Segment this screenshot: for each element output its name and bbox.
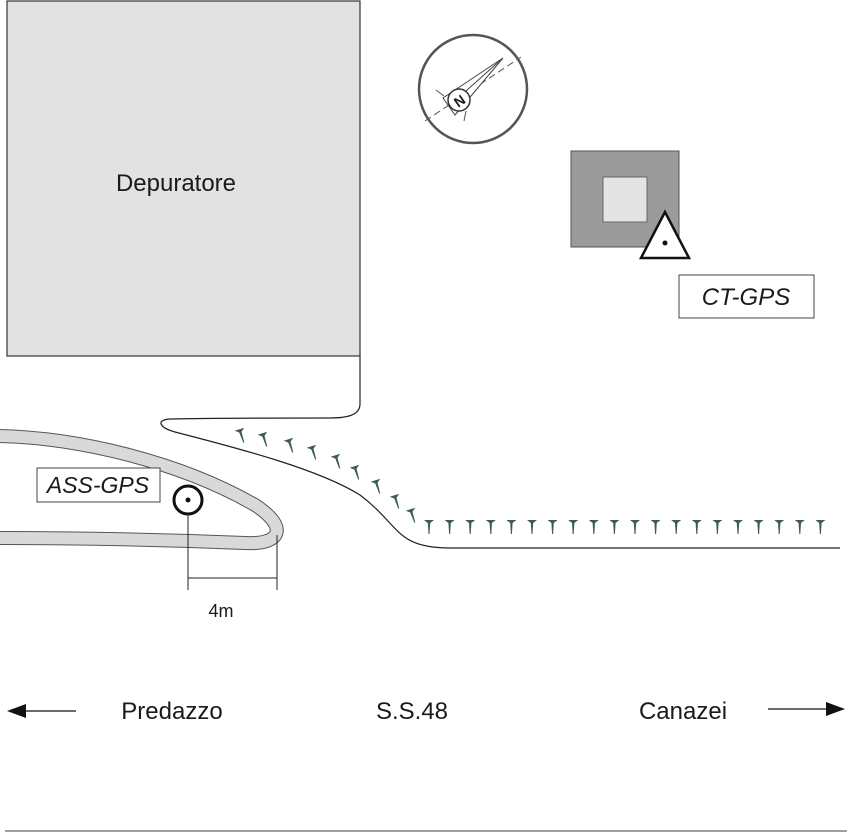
tree-icon <box>588 520 599 534</box>
building-label: Depuratore <box>116 170 236 197</box>
tree-icon <box>424 520 434 534</box>
ct-gps-label-box <box>678 274 815 319</box>
tree-icon <box>568 520 579 534</box>
gps-triangle-icon <box>638 209 692 260</box>
tree-icon <box>444 520 455 534</box>
left-arrow-icon <box>7 704 76 718</box>
tree-icon <box>527 520 537 534</box>
tree-icon <box>650 520 661 534</box>
tree-icon <box>257 431 268 447</box>
road-name-label: S.S.48 <box>376 698 448 725</box>
tree-icon <box>370 478 381 494</box>
tree-row <box>234 427 826 534</box>
road-edge-line <box>160 356 840 549</box>
tree-icon <box>306 444 317 460</box>
tree-icon <box>389 493 400 509</box>
north-arrow-icon: N <box>417 33 529 145</box>
tree-icon <box>630 520 640 534</box>
tree-icon <box>506 520 517 534</box>
tree-icon <box>733 520 743 534</box>
left-town-label: Predazzo <box>121 698 222 725</box>
distance-label: 4m <box>208 601 233 621</box>
tree-icon <box>283 437 294 453</box>
tree-icon <box>405 507 416 523</box>
gps-marker-icon <box>172 484 204 516</box>
building-depuratore <box>6 0 361 357</box>
tree-icon <box>691 520 702 534</box>
tree-icon <box>753 520 764 534</box>
tree-icon <box>794 520 805 534</box>
distance-dimension <box>187 514 278 590</box>
right-arrow-icon <box>768 702 845 716</box>
ass-gps-label: ASS-GPS <box>45 472 150 498</box>
tree-icon <box>774 520 785 534</box>
tree-icon <box>671 520 682 534</box>
tree-icon <box>330 453 341 469</box>
tree-icon <box>547 520 558 534</box>
tree-icon <box>234 427 245 443</box>
tree-icon <box>712 520 723 534</box>
tree-icon <box>485 520 496 534</box>
ct-gps-label: CT-GPS <box>702 284 790 311</box>
right-town-label: Canazei <box>639 698 727 725</box>
ct-building-inner <box>602 176 648 223</box>
tree-icon <box>609 520 620 534</box>
ass-gps-label-box <box>36 467 161 503</box>
tree-icon <box>349 464 360 480</box>
tree-icon <box>815 520 826 534</box>
tree-icon <box>465 520 476 534</box>
